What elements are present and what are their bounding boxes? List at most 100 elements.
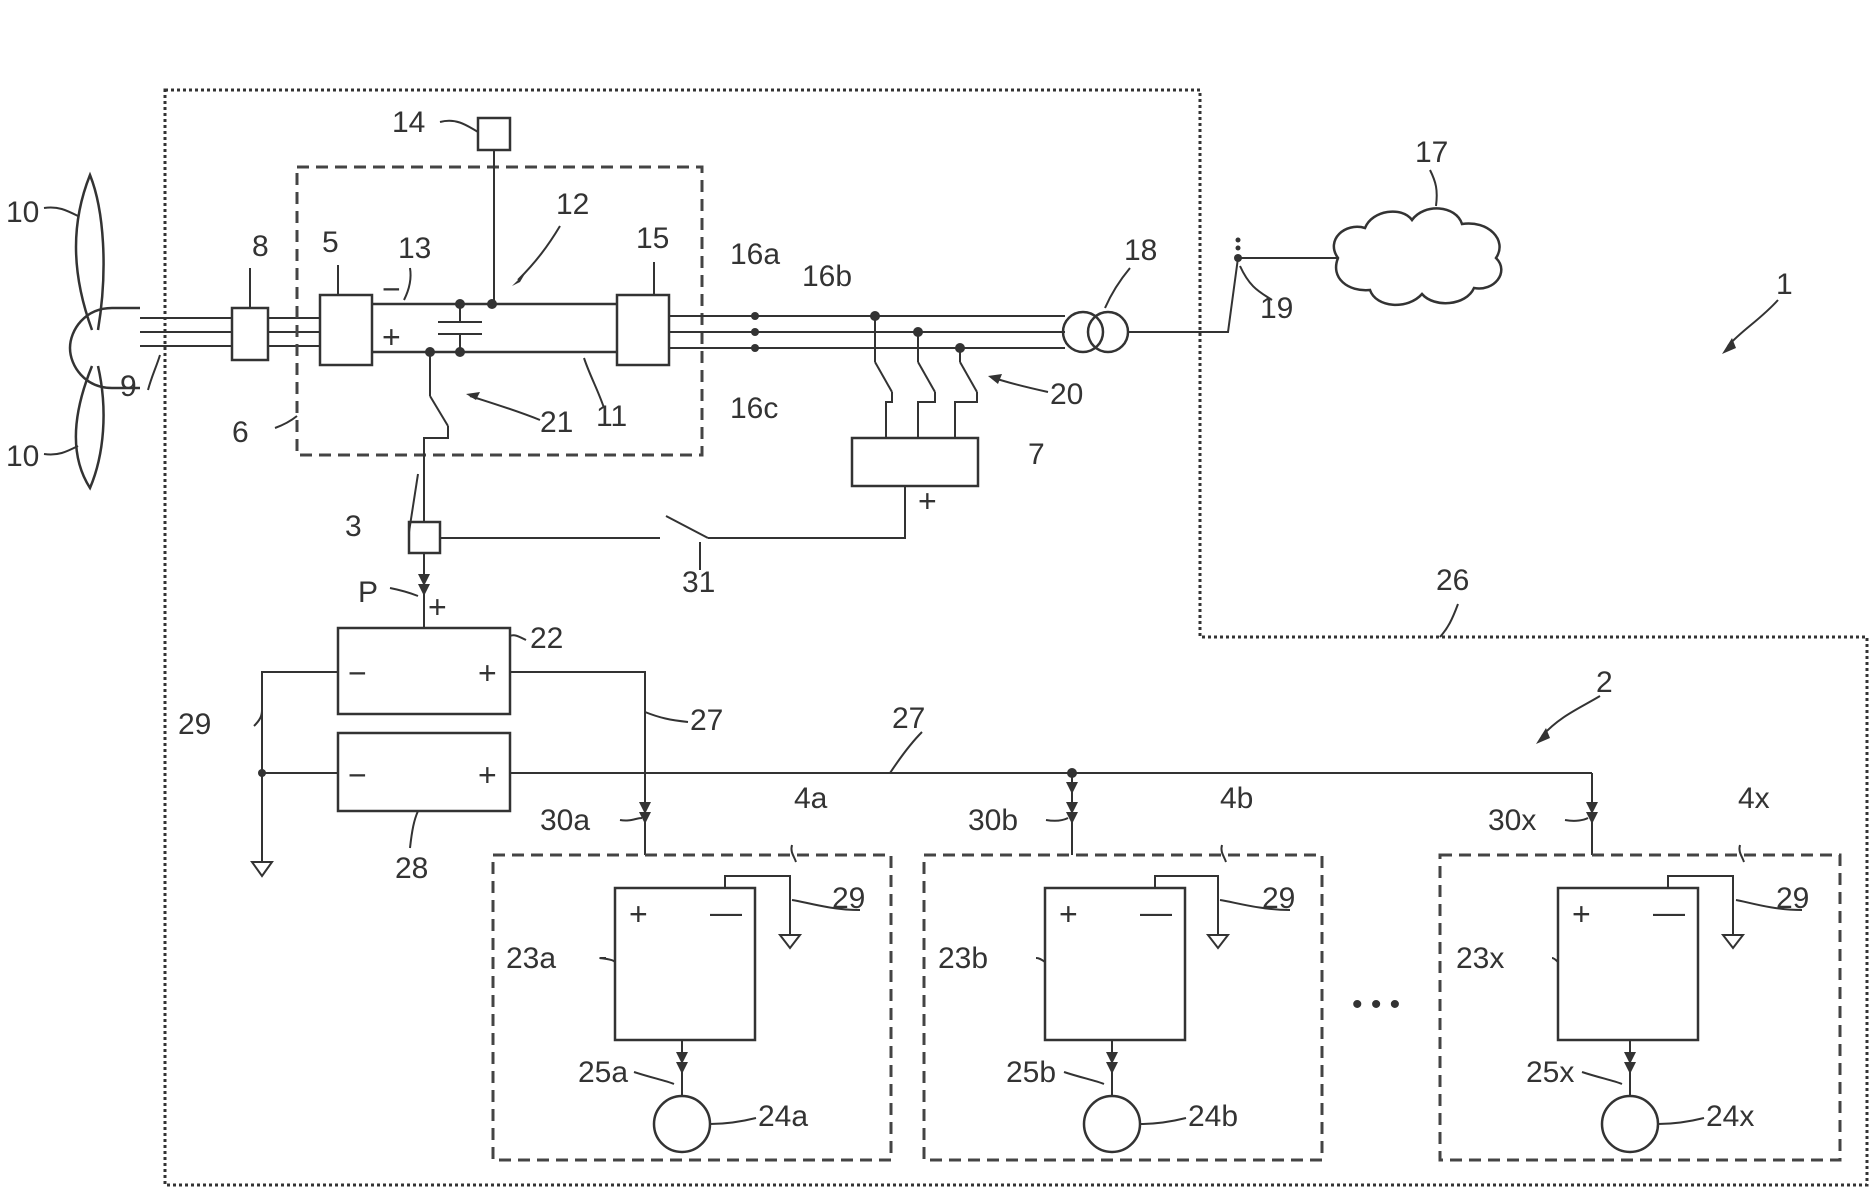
leader <box>1140 1118 1186 1124</box>
label-sensor-b: 30b <box>968 804 1018 837</box>
grid-point-dot <box>1236 246 1241 251</box>
switch-blade <box>960 362 977 392</box>
leader <box>1036 958 1045 962</box>
rotor <box>70 175 232 488</box>
label-unit-b: 4b <box>1220 782 1253 815</box>
phase-tap <box>751 312 759 320</box>
label-sensor-x: 30x <box>1488 804 1536 837</box>
label-phase-b: 16b <box>802 260 852 293</box>
dc-minus-sign: − <box>382 271 401 307</box>
ground-symbol-left <box>252 862 272 876</box>
label-converter: 12 <box>556 188 589 221</box>
label-phase-c: 16c <box>730 392 778 425</box>
leader <box>1739 845 1744 862</box>
leader <box>254 710 262 726</box>
aux-output-line <box>708 486 905 538</box>
unit-b-plus: + <box>1059 896 1078 932</box>
label-motor-x: 24x <box>1706 1100 1754 1133</box>
ground-junction <box>258 769 266 777</box>
grid-point-dot <box>1234 254 1242 262</box>
label-inverter: 15 <box>636 222 669 255</box>
label-link-a: 25a <box>578 1056 628 1089</box>
leader <box>1440 604 1458 637</box>
junction <box>455 347 465 357</box>
label-controller: 14 <box>392 106 425 139</box>
leader-arrow <box>988 374 1002 384</box>
label-rectifier: 5 <box>322 226 339 259</box>
transformer-coil-right <box>1088 312 1128 352</box>
unit-a-motor <box>654 1096 710 1152</box>
label-nacelle-boundary: 26 <box>1436 564 1469 597</box>
label-motor-a: 24a <box>758 1100 808 1133</box>
label-gearbox: 8 <box>252 230 269 263</box>
label-ground-x: 29 <box>1776 882 1809 915</box>
label-blade-top: 10 <box>6 196 39 229</box>
label-shaft: 9 <box>120 370 137 403</box>
leader <box>791 845 796 862</box>
switch-output <box>886 392 892 406</box>
label-conv-a: 23a <box>506 942 556 975</box>
leader <box>1430 170 1437 206</box>
leader <box>1064 1072 1104 1084</box>
label-dc-switch: 21 <box>540 406 573 439</box>
switch-output <box>918 392 935 406</box>
label-conv-b: 23b <box>938 942 988 975</box>
controller-box <box>478 118 510 150</box>
dcdc-main-plus: + <box>478 655 497 691</box>
phase-tap <box>751 328 759 336</box>
grid-cloud <box>1334 208 1501 304</box>
leader <box>148 355 160 390</box>
leader <box>44 207 78 216</box>
leader <box>634 1072 674 1084</box>
label-blade-bottom: 10 <box>6 440 39 473</box>
leader <box>518 226 560 280</box>
sensor-box <box>409 522 440 553</box>
leader <box>1728 300 1778 346</box>
leader <box>440 121 478 132</box>
label-dc-link: 13 <box>398 232 431 265</box>
bypass-switch-blade <box>666 516 708 538</box>
unit-x-motor <box>1602 1096 1658 1152</box>
dc-plus-sign: + <box>382 319 401 355</box>
label-ac-switch: 20 <box>1050 378 1083 411</box>
label-power: P <box>358 576 378 609</box>
leader <box>600 958 615 962</box>
label-unit-x: 4x <box>1738 782 1770 815</box>
unit-x-plus: + <box>1572 896 1591 932</box>
junction <box>455 299 465 309</box>
unit-b-ground <box>1208 935 1228 948</box>
label-battery-system: 2 <box>1596 666 1613 699</box>
label-bus-left: 27 <box>690 704 723 737</box>
ground-line-left <box>262 672 338 862</box>
leader <box>510 635 526 640</box>
switch-blade <box>875 362 892 392</box>
rectifier-box <box>320 295 372 365</box>
label-link-x: 25x <box>1526 1056 1574 1089</box>
label-dcdc-main: 22 <box>530 622 563 655</box>
label-dc-bus: 11 <box>596 400 627 433</box>
leader <box>390 588 418 596</box>
label-grid: 17 <box>1415 136 1448 169</box>
label-grid-point: 19 <box>1260 292 1293 325</box>
unit-a-plus: + <box>629 896 648 932</box>
label-sensor-a: 30a <box>540 804 590 837</box>
leader <box>1046 818 1068 821</box>
label-system: 1 <box>1776 268 1793 301</box>
leader <box>1105 268 1130 308</box>
switch-output <box>955 392 977 406</box>
unit-x-link-arrow <box>1624 1062 1636 1074</box>
sensor-arrow-b <box>1066 782 1078 794</box>
leader <box>890 732 922 773</box>
leader <box>275 416 297 428</box>
grid-point-dot <box>1236 238 1241 243</box>
label-ellipsis: • • • <box>1352 988 1400 1021</box>
reference-labels: 10 10 9 8 5 13 14 12 15 11 6 21 16a 16b … <box>6 106 1809 1133</box>
unit-b-link-arrow <box>1106 1062 1118 1074</box>
unit-a-link-arrow <box>676 1062 688 1074</box>
gearbox-box <box>232 308 268 360</box>
grid-connection <box>1128 258 1338 332</box>
leader <box>620 818 642 821</box>
aux-plus-sign: + <box>918 483 937 519</box>
label-ground-a: 29 <box>832 882 865 915</box>
main-plus-sign: + <box>428 589 447 625</box>
